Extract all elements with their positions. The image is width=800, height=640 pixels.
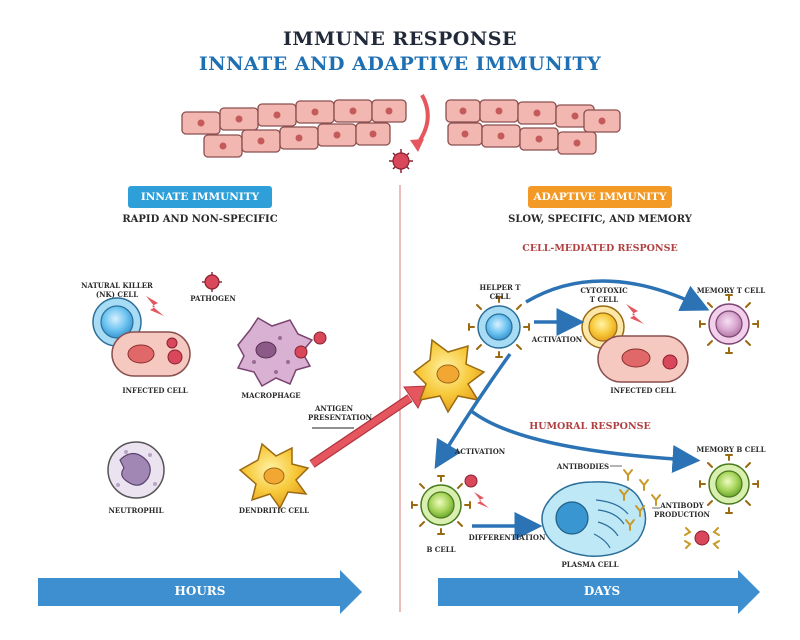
days-timeline-arrow bbox=[438, 570, 760, 614]
pathogen-label: PATHOGEN bbox=[190, 294, 236, 303]
macrophage-cell bbox=[236, 317, 327, 388]
pathogen-near-b bbox=[464, 474, 478, 488]
cytotoxic-t-cell-label: CYTOTOXIC T CELL bbox=[580, 286, 628, 304]
memory-b-cell bbox=[699, 454, 759, 514]
nk-cell-label: NATURAL KILLER (NK) CELL bbox=[81, 281, 153, 299]
humoral-response-heading: HUMORAL RESPONSE bbox=[529, 421, 651, 432]
activation-label-lower: ACTIVATION bbox=[454, 447, 506, 456]
neutrophil-cell bbox=[107, 441, 165, 499]
dendritic-cell-label: DENDRITIC CELL bbox=[238, 506, 310, 515]
macrophage-label: MACROPHAGE bbox=[241, 391, 301, 400]
adaptive-immunity-badge: ADAPTIVE IMMUNITY bbox=[528, 186, 672, 208]
helper-to-memory-t-arrow bbox=[525, 279, 710, 312]
neutrophil-label: NEUTROPHIL bbox=[108, 506, 164, 515]
memory-b-cell-label: MEMORY B CELL bbox=[696, 445, 766, 454]
antibodies bbox=[619, 469, 661, 531]
infected-cell-label-left: INFECTED CELL bbox=[122, 386, 188, 395]
days-label: DAYS bbox=[583, 584, 621, 598]
antibody-production-label: ANTIBODY PRODUCTION bbox=[654, 501, 710, 519]
title-innate-adaptive: INNATE AND ADAPTIVE IMMUNITY bbox=[198, 53, 602, 75]
infected-cell-left bbox=[111, 331, 191, 377]
dendritic-cell-left bbox=[238, 442, 310, 510]
memory-t-cell bbox=[699, 294, 759, 354]
b-cell bbox=[411, 475, 471, 535]
pathogen-icon bbox=[202, 272, 222, 292]
attack-spark-cytotoxic bbox=[626, 304, 644, 324]
antibody-bound-pathogen bbox=[684, 527, 720, 549]
innate-immunity-badge: INNATE IMMUNITY bbox=[128, 186, 272, 208]
hours-label: HOURS bbox=[174, 584, 226, 598]
antibodies-label: ANTIBODIES bbox=[556, 462, 610, 471]
title-immune-response: IMMUNE RESPONSE bbox=[283, 28, 517, 50]
innate-subtitle: RAPID AND NON-SPECIFIC bbox=[122, 214, 278, 225]
infected-cell-right bbox=[597, 335, 689, 383]
infected-cell-label-right: INFECTED CELL bbox=[610, 386, 676, 395]
memory-t-cell-label: MEMORY T CELL bbox=[696, 286, 766, 295]
helper-t-cell bbox=[468, 296, 530, 358]
epithelium-left bbox=[181, 99, 407, 158]
helper-t-cell-label: HELPER T CELL bbox=[479, 283, 521, 301]
plasma-cell-label: PLASMA CELL bbox=[561, 560, 619, 569]
epithelium-right bbox=[445, 99, 621, 155]
adaptive-subtitle: SLOW, SPECIFIC, AND MEMORY bbox=[508, 214, 692, 225]
helper-to-memory-b-arrow bbox=[468, 408, 701, 473]
differentiation-label: DIFFERENTIATION bbox=[468, 533, 546, 542]
dendritic-cell-center bbox=[412, 338, 486, 414]
attack-spark-nk bbox=[146, 296, 164, 316]
hours-timeline-arrow bbox=[38, 570, 362, 614]
helper-to-b-cell-arrow bbox=[434, 352, 512, 470]
b-cell-label: B CELL bbox=[426, 545, 456, 554]
entry-arrow bbox=[414, 94, 430, 148]
cell-mediated-response-heading: CELL-MEDIATED RESPONSE bbox=[522, 243, 678, 254]
plasma-cell bbox=[541, 481, 647, 557]
attack-spark-b bbox=[474, 492, 489, 508]
activation-label-upper: ACTIVATION bbox=[531, 335, 583, 344]
pathogen-entering bbox=[389, 149, 413, 173]
antigen-presentation-label: ANTIGEN PRESENTATION bbox=[308, 404, 373, 422]
